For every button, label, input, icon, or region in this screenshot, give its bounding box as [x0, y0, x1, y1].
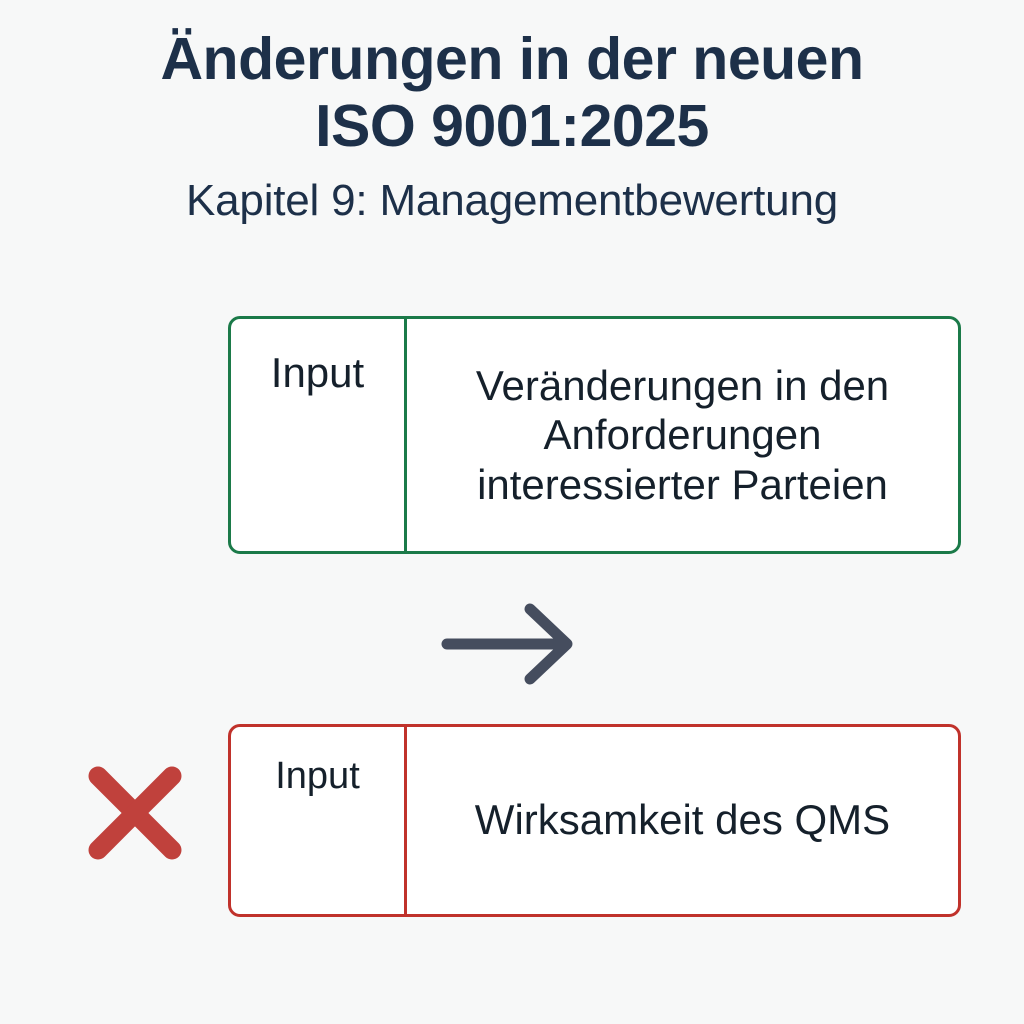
page-subtitle: Kapitel 9: Managementbewertung [186, 176, 838, 226]
new-box-label-cell: Input [231, 319, 407, 551]
new-box-content-text: Veränderungen in den Anforderungen inter… [475, 362, 890, 508]
page-title: Änderungen in der neuen ISO 9001:2025 [160, 26, 864, 159]
arrow-right-icon [438, 598, 583, 690]
new-requirement-box: Input Veränderungen in den Anforderungen… [228, 316, 961, 554]
removed-requirement-box: Input Wirksamkeit des QMS [228, 724, 961, 917]
new-box-content-cell: Veränderungen in den Anforderungen inter… [407, 319, 958, 551]
old-box-input-label: Input [275, 755, 360, 797]
header-block: Änderungen in der neuen ISO 9001:2025 Ka… [0, 26, 1024, 226]
old-box-label-cell: Input [231, 727, 407, 914]
old-box-content-cell: Wirksamkeit des QMS [407, 727, 958, 914]
old-box-content-text: Wirksamkeit des QMS [474, 796, 891, 844]
x-cross-icon [86, 764, 184, 862]
new-box-input-label: Input [270, 349, 365, 396]
